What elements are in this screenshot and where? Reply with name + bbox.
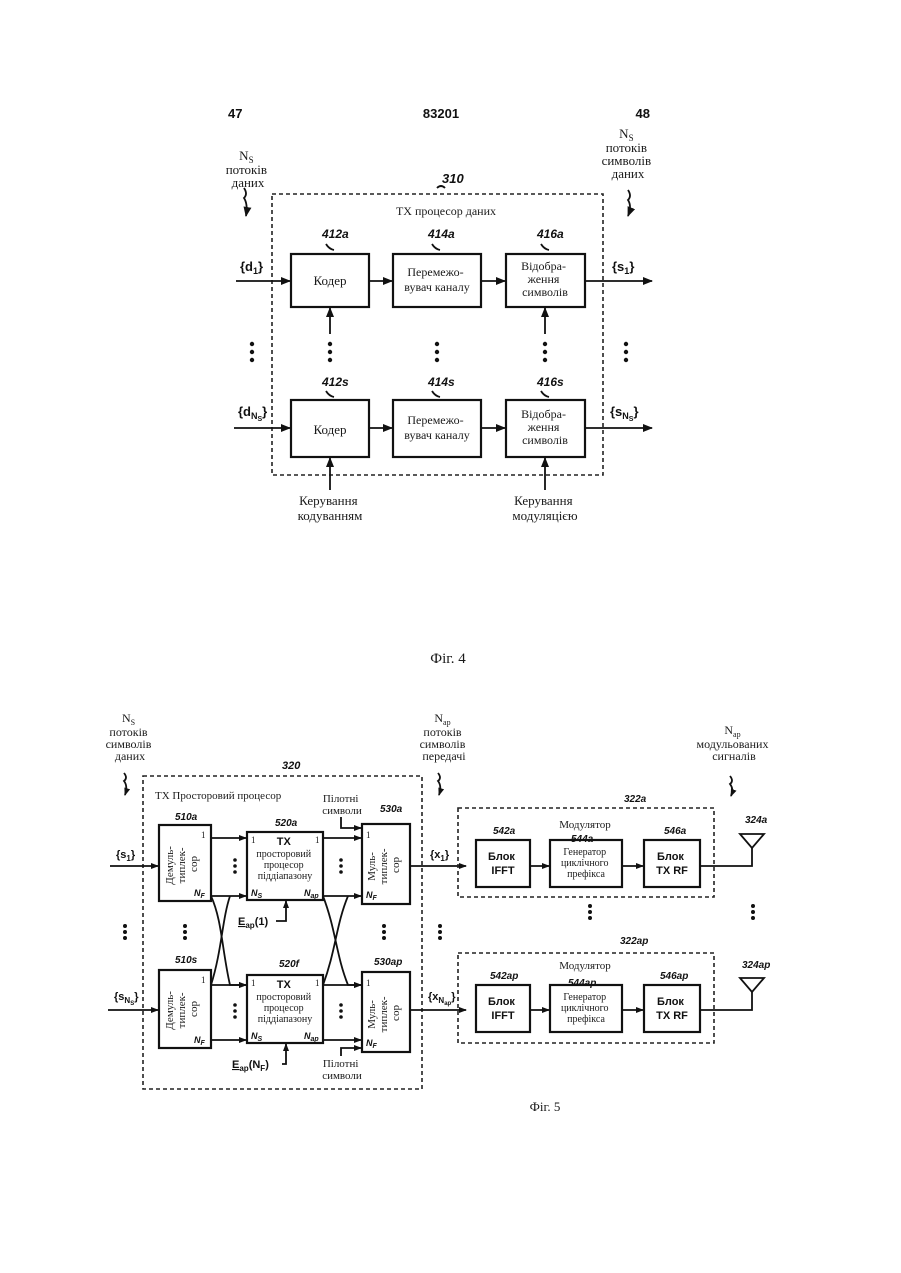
fig5-row2-mid: {xNap} [428, 991, 456, 1007]
demux-ref: 510s [175, 955, 198, 966]
figure-5: NS потоків символів даних Nap потоків си… [106, 711, 772, 1114]
spatial-ref: 520f [279, 959, 301, 970]
port-label: 1 [251, 978, 256, 988]
figure-4: NS потоків даних NS потоків символів дан… [226, 126, 655, 667]
fig5-ifft-542ap [476, 985, 530, 1032]
port-label: 1 [315, 978, 320, 988]
fig5-input-note: NS потоків символів даних [106, 711, 155, 763]
fig4-caption: Фіг. 4 [430, 651, 466, 667]
fig5-row1-mid: {x1} [430, 849, 450, 863]
port-label: 1 [366, 978, 371, 988]
antenna-icon [740, 834, 764, 848]
fig5-tx-rf-546a [644, 840, 700, 887]
fig5-processor-title: ТХ Просторовий процесор [155, 790, 282, 802]
interleaver-label: Перемежо- вувач каналу [404, 265, 469, 294]
fig5-ifft-542a [476, 840, 530, 887]
encoder-ref: 412a [321, 227, 349, 241]
fig4-input-note: NS потоків даних [226, 148, 271, 190]
fig5-processor-ref: 320 [282, 760, 301, 772]
port-label: 1 [201, 830, 206, 840]
pilot-symbols-label: Пілотні символи [322, 793, 362, 817]
interleaver-label: Перемежо- вувач каналу [404, 413, 469, 442]
pilot-symbols-label: Пілотні символи [322, 1058, 362, 1082]
cp-ref: 544a [571, 834, 594, 845]
fig4-row2-output: {sNS} [610, 404, 639, 423]
modulator-title: Модулятор [559, 819, 611, 831]
port-label: 1 [366, 830, 371, 840]
spatial-ref: 520a [275, 818, 298, 829]
demux-ref: 510a [175, 812, 198, 823]
right-page-number: 48 [636, 106, 650, 121]
left-page-number: 47 [228, 106, 242, 121]
coding-control-label: Керування кодуванням [298, 493, 363, 523]
modulator-ref: 322a [624, 794, 647, 805]
rf-ref: 546a [664, 826, 687, 837]
ifft-ref: 542ap [490, 971, 518, 982]
encoder-label: Кодер [313, 422, 346, 437]
port-label: 1 [201, 975, 206, 985]
mapper-ref: 416a [536, 227, 564, 241]
mux-ref: 530a [380, 804, 403, 815]
encoder-label: Кодер [313, 273, 346, 288]
mapper-label: Відобра- ження символів [521, 407, 569, 447]
fig4-row1-input: {d1} [240, 259, 263, 276]
fig5-caption: Фіг. 5 [530, 1099, 561, 1114]
fig4-row2-input: {dNS} [238, 404, 267, 423]
fig5-middle-note: Nap потоків символів передачі [420, 711, 469, 763]
fig4-row1-output: {s1} [612, 259, 634, 276]
cp-label: Генератор циклічного префікса [561, 847, 611, 880]
modulator-ref: 322ap [620, 936, 648, 947]
mapper-label: Відобра- ження символів [521, 259, 569, 299]
fig5-tx-rf-546ap [644, 985, 700, 1032]
steering-matrix-label: Eap(1) [238, 916, 268, 930]
modulation-control-label: Керування модуляцією [512, 493, 578, 523]
antenna-icon [740, 978, 764, 992]
fig5-row2-input: {sNS} [114, 991, 139, 1007]
interleaver-ref: 414s [427, 375, 455, 389]
antenna-ref: 324a [745, 815, 768, 826]
ifft-ref: 542a [493, 826, 516, 837]
fig4-processor-ref: 310 [442, 171, 464, 186]
fig4-processor-title: ТХ процесор даних [396, 204, 496, 218]
patent-number: 83201 [423, 106, 459, 121]
cp-ref: 544ap [568, 978, 596, 989]
port-label: 1 [315, 835, 320, 845]
steering-matrix-label: Eap(NF) [232, 1059, 269, 1073]
mux-ref: 530ap [374, 957, 402, 968]
fig5-row1-input: {s1} [116, 849, 136, 863]
rf-ref: 546ap [660, 971, 688, 982]
fig4-output-note: NS потоків символів даних [602, 126, 655, 181]
antenna-ref: 324ap [742, 960, 770, 971]
encoder-ref: 412s [321, 375, 349, 389]
interleaver-ref: 414a [427, 227, 455, 241]
port-label: 1 [251, 835, 256, 845]
fig5-output-note: Nap модульованих сигналів [697, 723, 772, 763]
mapper-ref: 416s [536, 375, 564, 389]
fig5-ellipsis [123, 904, 755, 940]
cp-label: Генератор циклічного префікса [561, 992, 611, 1025]
fig4-ellipsis [250, 342, 628, 362]
modulator-title: Модулятор [559, 960, 611, 972]
